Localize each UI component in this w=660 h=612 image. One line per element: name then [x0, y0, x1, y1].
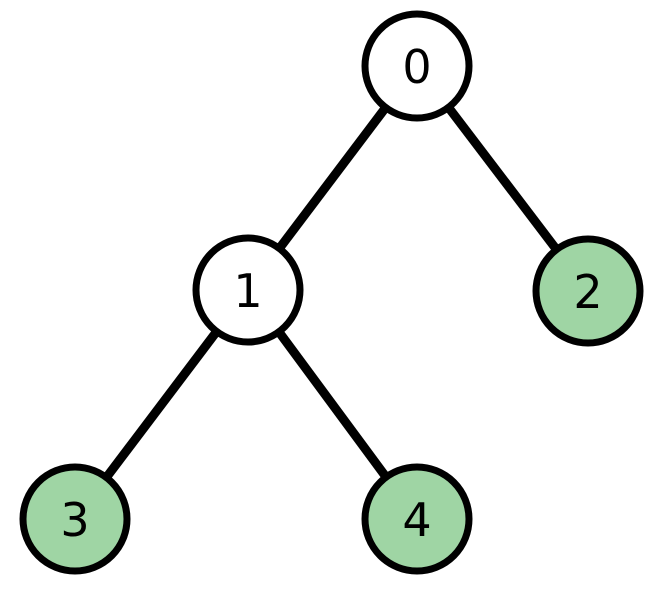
tree-node-2[interactable]: 2	[532, 235, 644, 347]
tree-node-0[interactable]: 0	[361, 10, 473, 122]
edge-layer	[71, 63, 592, 522]
tree-node-1[interactable]: 1	[192, 234, 304, 346]
node-circle-2[interactable]	[532, 235, 644, 347]
tree-node-4[interactable]: 4	[361, 463, 473, 575]
tree-node-3[interactable]: 3	[19, 463, 131, 575]
node-circle-4[interactable]	[361, 463, 473, 575]
node-layer: 01 2 3 4	[19, 10, 644, 575]
node-circle-0[interactable]	[361, 10, 473, 122]
node-circle-1[interactable]	[192, 234, 304, 346]
node-circle-3[interactable]	[19, 463, 131, 575]
